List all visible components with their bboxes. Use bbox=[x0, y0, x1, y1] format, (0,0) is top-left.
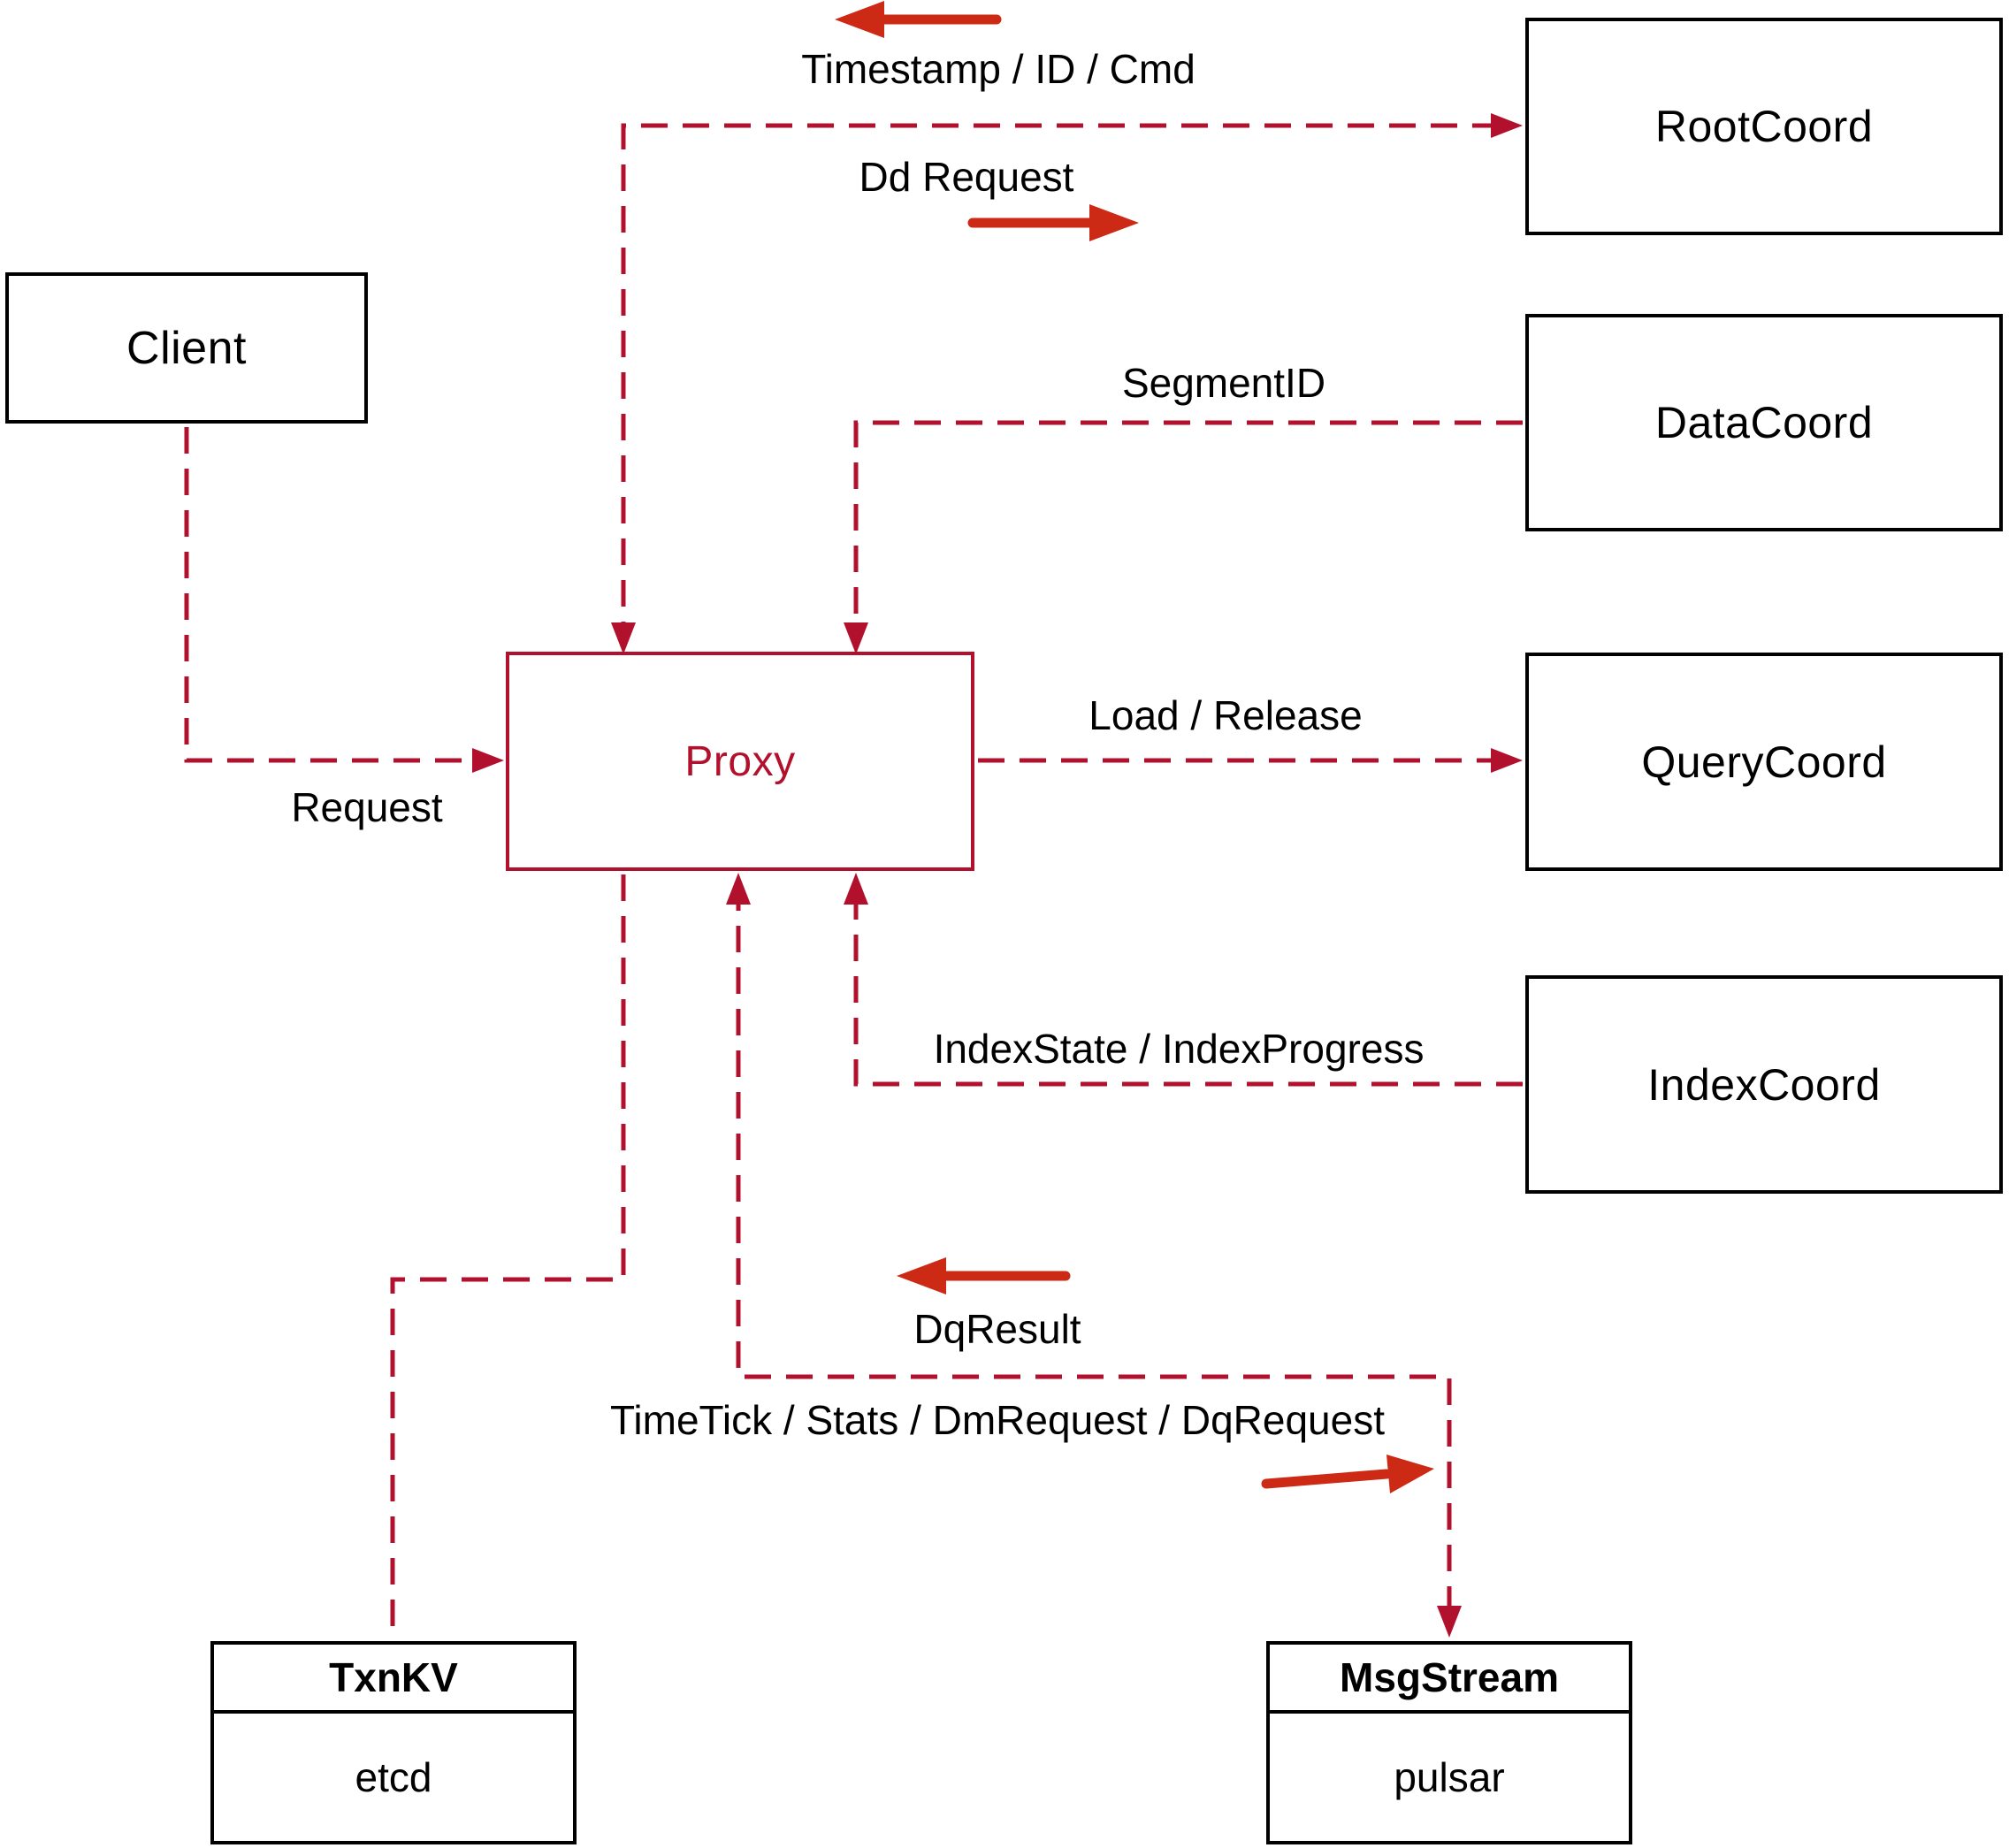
node-indexcoord: IndexCoord bbox=[1525, 975, 2003, 1194]
edge-label-timetick-stats: TimeTick / Stats / DmRequest / DqRequest bbox=[610, 1397, 1385, 1443]
arrow-timestamp-left bbox=[835, 1, 1002, 38]
edge-label-index-state-progress: IndexState / IndexProgress bbox=[933, 1026, 1425, 1072]
node-msgstream-title: MsgStream bbox=[1270, 1645, 1629, 1714]
edge-label-timestamp-id-cmd: Timestamp / ID / Cmd bbox=[801, 46, 1195, 92]
node-querycoord-label: QueryCoord bbox=[1641, 737, 1887, 787]
edge-label-load-release: Load / Release bbox=[1089, 692, 1363, 738]
node-datacoord-label: DataCoord bbox=[1654, 398, 1874, 447]
edge-datacoord-proxy bbox=[853, 420, 1523, 644]
arrowhead-into-proxy-top-left bbox=[611, 622, 636, 654]
arrow-dd-request-right bbox=[967, 204, 1139, 241]
node-client: Client bbox=[5, 272, 368, 424]
node-txnkv-subtitle: etcd bbox=[355, 1754, 432, 1800]
arrowhead-into-proxy-left bbox=[472, 748, 504, 773]
node-proxy-label: Proxy bbox=[684, 737, 796, 785]
arrowhead-into-msgstream bbox=[1437, 1606, 1462, 1638]
arrow-dq-result-left bbox=[897, 1257, 1071, 1294]
edge-label-request: Request bbox=[291, 784, 443, 830]
node-indexcoord-label: IndexCoord bbox=[1647, 1059, 1881, 1110]
node-rootcoord-label: RootCoord bbox=[1654, 102, 1874, 151]
arrowhead-into-proxy-top-right bbox=[844, 622, 868, 654]
arrowhead-into-querycoord bbox=[1491, 748, 1523, 773]
arrowhead-into-proxy-bottom-mid bbox=[726, 873, 751, 905]
edge-indexcoord-proxy bbox=[853, 884, 1523, 1087]
node-msgstream: MsgStream pulsar bbox=[1266, 1641, 1632, 1844]
node-txnkv: TxnKV etcd bbox=[210, 1641, 577, 1844]
edge-label-dq-result: DqResult bbox=[913, 1306, 1081, 1352]
arrowhead-into-rootcoord bbox=[1491, 113, 1523, 138]
node-client-label: Client bbox=[126, 322, 247, 374]
edge-label-dd-request: Dd Request bbox=[859, 154, 1074, 200]
edge-proxy-rootcoord bbox=[621, 123, 1514, 648]
arrow-timetick-right bbox=[1261, 1455, 1434, 1493]
node-rootcoord: RootCoord bbox=[1525, 18, 2003, 235]
node-proxy: Proxy bbox=[506, 652, 974, 871]
node-msgstream-subtitle: pulsar bbox=[1394, 1754, 1505, 1800]
node-querycoord: QueryCoord bbox=[1525, 653, 2003, 871]
edge-proxy-txnkv bbox=[390, 874, 626, 1638]
edge-client-proxy bbox=[184, 427, 493, 763]
node-txnkv-title: TxnKV bbox=[214, 1645, 573, 1714]
edge-label-segment-id: SegmentID bbox=[1121, 360, 1326, 406]
arrowhead-into-proxy-bottom-right bbox=[844, 873, 868, 905]
node-datacoord: DataCoord bbox=[1525, 314, 2003, 531]
edge-proxy-msgstream bbox=[736, 884, 1452, 1629]
